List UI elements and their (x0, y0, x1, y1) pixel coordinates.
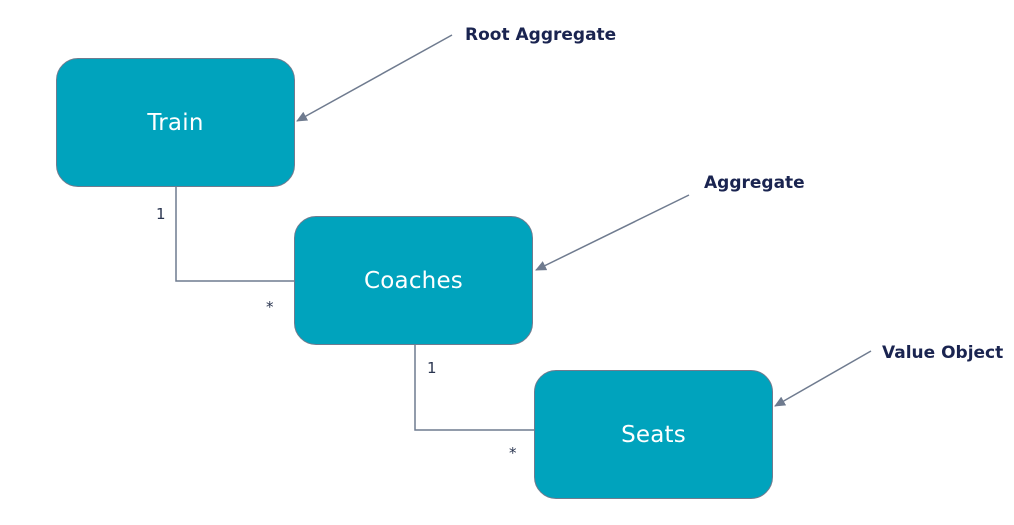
value-object-pointer-arrow (774, 350, 872, 407)
train-coaches-association-line (175, 187, 294, 282)
coaches-entity-box: Coaches (294, 216, 533, 345)
train-multiplicity-one: 1 (156, 205, 166, 223)
coaches-entity-label: Coaches (364, 267, 463, 294)
coaches-multiplicity-one: 1 (427, 359, 437, 377)
root-aggregate-pointer-arrow (296, 34, 453, 122)
aggregate-pointer-arrow (535, 194, 690, 271)
root-aggregate-annotation: Root Aggregate (465, 25, 617, 45)
train-entity-box: Train (56, 58, 295, 187)
seats-entity-label: Seats (621, 421, 686, 448)
aggregate-annotation: Aggregate (704, 173, 805, 193)
seats-entity-box: Seats (534, 370, 773, 499)
value-object-annotation: Value Object (882, 343, 1004, 363)
coaches-seats-association-line (414, 345, 534, 431)
coaches-multiplicity-many: * (266, 298, 274, 316)
train-entity-label: Train (147, 109, 204, 136)
seats-multiplicity-many: * (509, 444, 517, 462)
